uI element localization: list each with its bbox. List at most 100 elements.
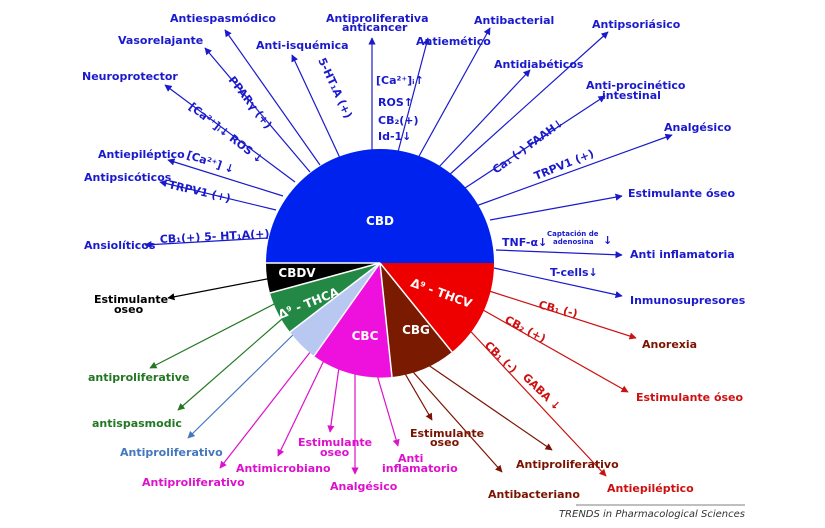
effect-anti-inflamatoria: Anti inflamatoria [630,248,735,261]
credit: TRENDS in Pharmacological Sciences [559,509,745,520]
mech-trpv1-right: TRPV1 (+) [532,147,596,183]
effect-antispasmodic-green: antispasmodic [92,417,182,430]
mech-captacion-2: adenosina [553,238,594,246]
mech-trpv1-left: TRPV1 (+) [167,178,232,205]
effect-antiepileptico-thcv: Antiepiléptico [607,482,694,495]
effect-estimulante-cbg-1: Estimulante [410,427,484,440]
arrow-antibacterial [417,27,491,159]
effect-vasorelajante: Vasorelajante [118,34,203,47]
segment-cbd [266,149,494,263]
arrow-antiproliferativo-steel [187,325,303,439]
label-cbd: CBD [366,214,394,228]
mech-cb1-5ht1a: CB₁(+) 5- HT₁A(+) [159,227,269,246]
arrow-anti-inflamatorio [374,367,400,447]
segment-cbg [380,263,452,377]
mech-ppar: PPARγ (+) [226,74,275,131]
effect-antiprocinetico-1: Anti-procinético [586,79,686,92]
arrow-ansioliticos [144,237,269,249]
effect-anorexia: Anorexia [642,338,697,351]
effect-analgesico-cbd: Analgésico [664,121,732,134]
mech-cb2-plus-b: CB₂ (+) [503,313,548,345]
arrow-antispasmodic-green [177,311,291,411]
effect-estimulante-cbc-1: Estimulante [298,436,372,449]
effect-antiproliferativa-2: anticancer [342,21,408,34]
segment-cbc [314,263,392,378]
cannabinoid-pie: CBD CBDV Δ⁹ - THCA CBC CBG Δ⁹ - THCV [265,149,495,378]
arrow-antiproliferativo-cbc [219,341,319,469]
effect-antibacteriano: Antibacteriano [488,488,580,501]
effect-antiespasmodico: Antiespasmódico [170,12,276,25]
effect-ansioliticos: Ansiolíticos [84,239,156,252]
arrow-antiisquemica [291,54,341,159]
mech-cb1-minus-a: CB₁ (-) [537,298,579,320]
effect-neuroprotector: Neuroprotector [82,70,178,83]
effect-antipsicoticos: Antipsicóticos [84,171,172,184]
arrow-vasorelajante [204,47,311,173]
segment-lightblue [290,263,380,356]
arrow-antiespasmodico [224,29,321,166]
arrow-antiepileptico-thcv [459,319,607,477]
arrow-antiemetico [397,37,430,153]
mech-tcells: T-cells↓ [550,266,598,279]
label-cbg: CBG [402,323,430,337]
arrow-antibacteriano [405,363,503,473]
effect-antimicrobiano: Antimicrobiano [236,462,331,475]
mech-ca-up: [Ca²⁺]ᵢ↑ [376,74,424,87]
arrow-antidiabeticos [437,69,531,169]
effect-antiproliferativo-cbc: Antiproliferativo [142,476,245,489]
effect-antiproliferativo-steel: Antiproliferativo [120,446,223,459]
arrow-analgesico-cbd [475,133,673,207]
mech-ca-down: [Ca²⁺] ↓ [185,148,236,176]
effect-anti-inflamatorio-1: Anti [398,452,423,465]
arrow-antiprocinetico [461,95,606,191]
mech-id1: Id-1↓ [378,130,411,143]
label-cbc: CBC [352,329,379,343]
arrow-cbdv [167,277,273,301]
label-cbdv: CBDV [278,266,316,280]
arrow-estimulante-oseo-cbd [489,193,623,221]
arrows [144,27,673,477]
effect-antiprocinetico-2: intestinal [602,89,661,102]
mech-captacion-arrow: ↓ [603,234,612,247]
mech-cb1-minus-b: CB₁ (-) [482,339,520,376]
arrow-antiproliferativo-cbg [417,357,553,451]
effect-antidiabeticos: Antidiabéticos [494,58,584,71]
segment-thca [270,263,380,332]
arrow-anti-inflamatoria [495,249,623,259]
mech-tnf: TNF-α↓ [502,236,547,249]
arrow-antiepileptico-cbd [167,158,284,197]
effect-antiepileptico-cbd: Antiepiléptico [98,148,185,161]
effect-estimulante-cbdv-2: oseo [114,303,144,316]
arrow-neuroprotector [164,84,296,183]
mech-captacion-1: Captación de [547,230,599,238]
effect-antiisquemica: Anti-isquémica [256,39,349,52]
effect-antiproliferative-green: antiproliferative [88,371,189,384]
effect-antipsoriasico: Antipsoriásico [592,18,681,31]
arrow-inmunosupresores [493,267,623,299]
mech-ht1a: 5-HT₁A (+) [315,56,354,121]
mech-cb2-plus: CB₂(+) [378,114,419,127]
effect-estimulante-cbg-2: oseo [430,436,460,449]
effect-estimulante-oseo-thcv: Estimulante óseo [636,391,744,404]
arrow-anorexia [485,289,637,340]
arrow-antimicrobiano [277,351,329,457]
arrow-antipsoriasico [447,31,609,177]
arrow-antiproliferative-green [149,299,283,369]
effect-anti-inflamatorio-2: inflamatorio [382,462,458,475]
arrow-estimulante-oseo-thcv [475,305,629,393]
effect-analgesico-cbc: Analgésico [330,480,398,493]
effect-estimulante-cbc-2: oseo [320,446,350,459]
segment-thcv [380,263,495,352]
arrow-estimulante-cbc [327,359,341,433]
effects: Antiespasmódico Vasorelajante Neuroprote… [82,12,746,501]
mech-ros-up: ROS↑ [378,96,413,109]
effect-antibacterial: Antibacterial [474,14,554,27]
effect-antiproliferativo-cbg: Antiproliferativo [516,458,619,471]
effect-antiproliferativa-1: Antiproliferativa [326,12,429,25]
effect-inmunosupresores: Inmunosupresores [630,294,746,307]
effect-antiemetico: Antiemético [416,35,491,48]
effect-estimulante-oseo-cbd: Estimulante óseo [628,187,736,200]
effect-estimulante-cbdv-1: Estimulante [94,293,168,306]
